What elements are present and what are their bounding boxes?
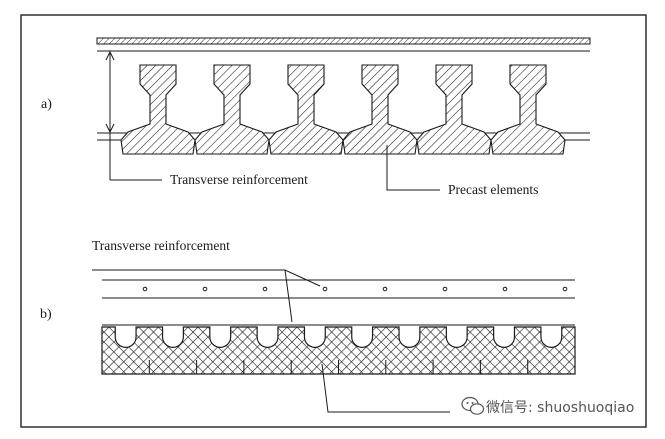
reinforcement-bar [262, 286, 268, 292]
precast-beam [342, 64, 418, 155]
precast-beam [416, 64, 492, 155]
panel-a-label: a) [41, 97, 52, 112]
reinforcement-bar [142, 286, 148, 292]
panel-b-label: b) [40, 307, 52, 322]
wechat-icon [461, 396, 485, 415]
reinforcement-bar [442, 286, 448, 292]
precast-beam [490, 64, 566, 155]
leader-transverse-b-2 [284, 269, 293, 323]
callout-transverse-reinforcement-a: Transverse reinforcement [170, 172, 308, 187]
reinforcement-bar [382, 286, 388, 292]
hollow-elements-row [101, 326, 576, 375]
reinforcement-bars [142, 286, 568, 292]
precast-beam [194, 64, 270, 155]
reinforcement-bar [322, 286, 328, 292]
panel-b: Transverse reinforcement b) [40, 238, 576, 413]
watermark-text: 微信号: shuoshuoqiao [486, 400, 634, 416]
reinforcement-bar [502, 286, 508, 292]
top-slab [96, 37, 591, 45]
leader-bottom [321, 363, 450, 413]
reinforcement-bar [202, 286, 208, 292]
callout-transverse-reinforcement-b: Transverse reinforcement [92, 238, 230, 253]
precast-beam [120, 64, 196, 155]
leader-precast [386, 145, 440, 191]
figure-frame [20, 14, 647, 428]
callout-precast-elements: Precast elements [448, 182, 538, 197]
precast-elements-row [120, 64, 566, 155]
dimension-arrow-top [105, 50, 115, 61]
hollow-slab [101, 326, 576, 375]
precast-beam [268, 64, 344, 155]
dimension-arrow-bottom [105, 123, 115, 134]
watermark: 微信号: shuoshuoqiao [461, 396, 634, 416]
reinforcement-bar [562, 286, 568, 292]
panel-a: a) Transverse reinforcement Precast elem… [41, 37, 591, 197]
